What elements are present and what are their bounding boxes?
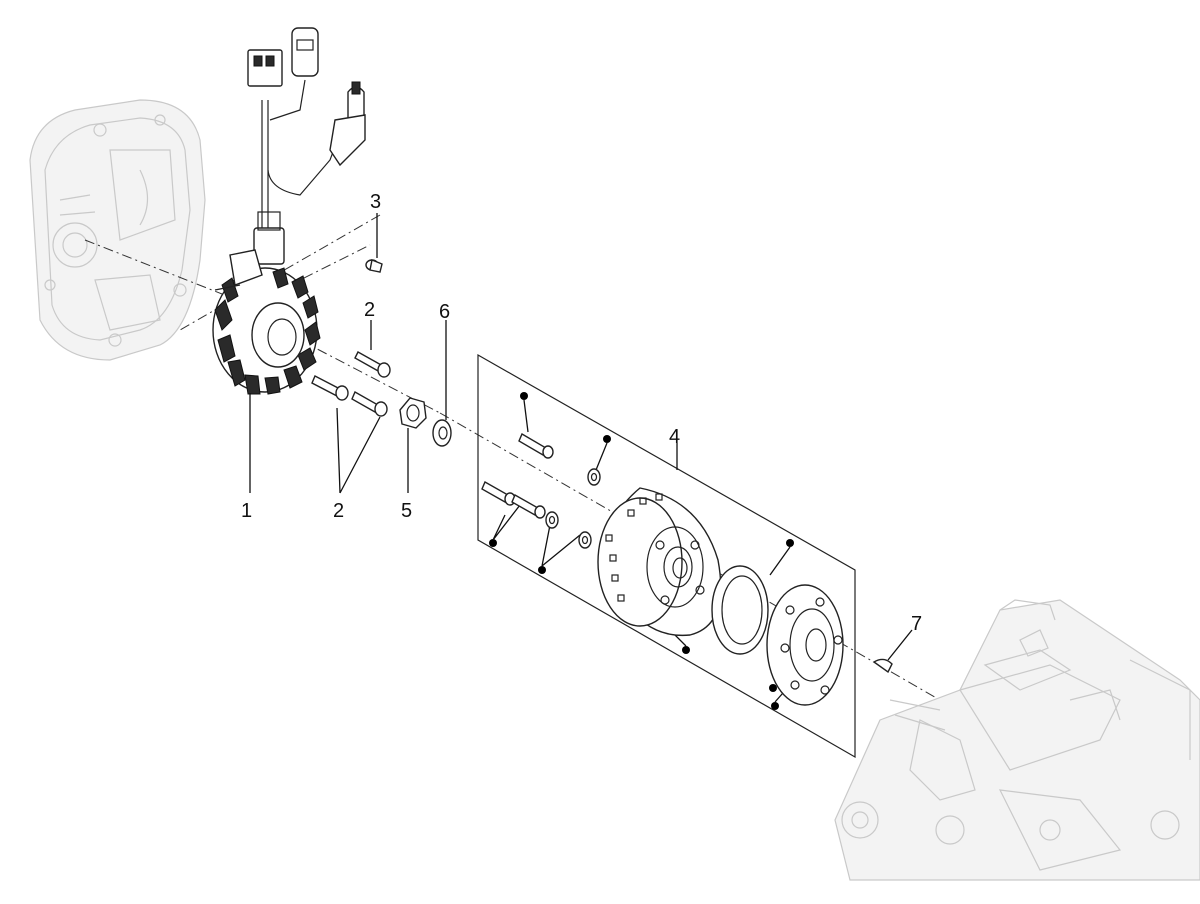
washer [432, 419, 452, 447]
callout-labels: 1 2 2 3 4 5 6 7 [241, 191, 922, 635]
callout-7: 7 [911, 613, 922, 635]
woodruff-key [872, 658, 893, 674]
callout-6: 6 [439, 301, 450, 323]
engine-block-ghost [834, 599, 1200, 881]
callout-3: 3 [370, 191, 381, 213]
stator-screws [311, 351, 391, 417]
callout-leaders [249, 213, 913, 661]
callout-2-lower: 2 [333, 500, 344, 522]
flywheel-kit [477, 353, 856, 759]
callout-5: 5 [401, 500, 412, 522]
callout-2-upper: 2 [364, 299, 375, 321]
engine-casing-ghost [29, 99, 206, 361]
callout-1: 1 [241, 500, 252, 522]
stator-with-wiring [212, 27, 366, 395]
callout-4: 4 [669, 426, 680, 448]
flywheel-nut [399, 397, 427, 429]
screw-3 [365, 259, 383, 273]
